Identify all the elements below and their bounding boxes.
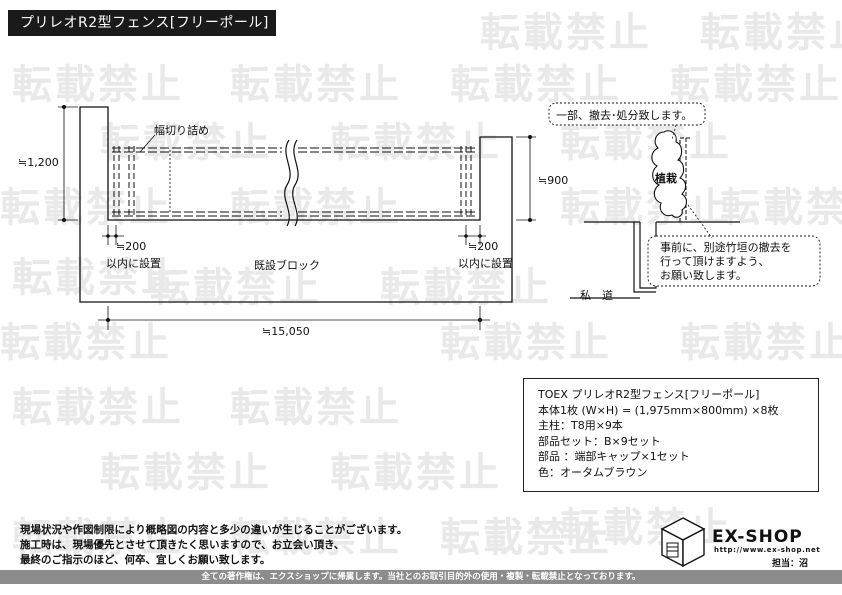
left-gap-value: ≒200	[116, 240, 147, 253]
note-line: 施工時は、現場優先とさせて頂きたく思いますので、お立会い頂き、	[20, 539, 345, 551]
bottom-callout-line: お願い致します。	[660, 269, 747, 282]
note-line: 最終のご指示のほど、何卒、宜しくお願い致します。	[20, 554, 271, 566]
block-outline	[79, 106, 513, 303]
bottom-callout-line: 行って頂けますよう、	[660, 255, 770, 268]
notes-block: 現場状況や作図制限により概略図の内容と多少の違いが生じることがございます。 施工…	[20, 523, 407, 568]
block-label: 既設ブロック	[254, 259, 320, 272]
plant-label: 植栽	[655, 172, 677, 185]
ex-shop-logo-icon	[660, 517, 706, 568]
copyright-footer: 全ての著作権は、エクスショップに帰属します。当社とのお取引目的外の使用・複製・転…	[0, 570, 842, 584]
spec-line: 色：オータムブラウン	[538, 465, 648, 479]
total-width-label: ≒15,050	[262, 325, 310, 338]
road-label: 私 道	[580, 289, 613, 302]
spec-line: TOEX プリレオR2型フェンス[フリーポール]	[538, 388, 760, 401]
height-left-label: ≒1,200	[18, 156, 59, 169]
staff-label: 担当：沼	[772, 559, 809, 569]
bottom-callout-text: 事前に、別途竹垣の撤去を 行って頂けますよう、 お願い致します。	[660, 241, 792, 283]
top-callout-text: 一部、撤去･処分致します。	[556, 109, 693, 122]
spec-line: 部品 ：端部キャップ×1セット	[538, 450, 690, 463]
drawing-title: プリレオR2型フェンス[フリーポール]	[8, 10, 276, 36]
brand-name: EX-SHOP	[712, 527, 803, 547]
brand-url: http://www.ex-shop.net	[714, 546, 821, 554]
spec-line: 部品セット：B×9セット	[538, 434, 661, 448]
height-right-label: ≒900	[538, 174, 569, 187]
spec-box: TOEX プリレオR2型フェンス[フリーポール] 本体1枚 (W×H) = (1…	[523, 378, 819, 492]
right-gap-value: ≒200	[468, 240, 499, 253]
bottom-callout-line: 事前に、別途竹垣の撤去を	[660, 241, 792, 254]
note-line: 現場状況や作図制限により概略図の内容と多少の違いが生じることがございます。	[20, 524, 408, 536]
right-gap-note: 以内に設置	[458, 257, 513, 270]
spec-line: 主柱：T8用×9本	[538, 419, 623, 432]
spec-line: 本体1枚 (W×H) = (1,975mm×800mm) ×8枚	[538, 403, 779, 417]
trim-label: 幅切り詰め	[154, 124, 209, 137]
left-gap-note: 以内に設置	[106, 257, 161, 270]
